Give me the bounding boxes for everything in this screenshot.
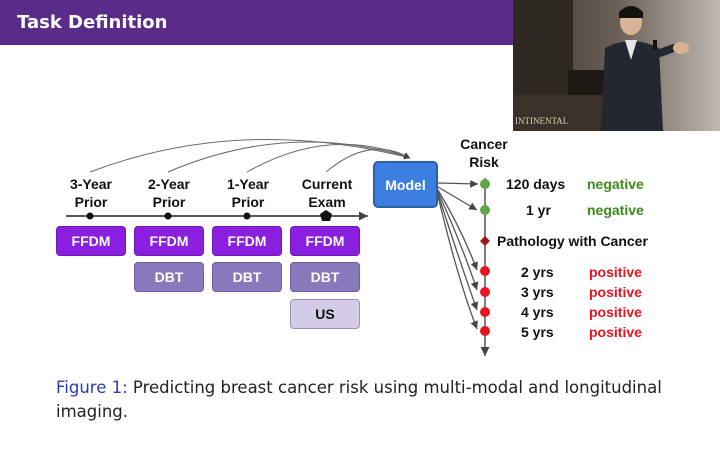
negative-time: 120 days	[506, 176, 566, 192]
presenter-video: INTINENTAL	[513, 0, 720, 131]
pathology-label: Pathology with Cancer	[497, 233, 648, 249]
positive-time: 4 yrs	[521, 304, 554, 320]
slide-title: Task Definition	[17, 12, 168, 33]
negative-outcome: negative	[587, 202, 644, 218]
time-point-marker	[243, 212, 251, 220]
us-box: US	[290, 299, 360, 329]
figure-caption: Figure 1: Predicting breast cancer risk …	[56, 376, 686, 424]
input-arcs	[89, 139, 411, 173]
timepoint-label: 1-Year Prior	[226, 176, 270, 210]
positive-dot	[480, 266, 490, 276]
ffdm-box: FFDM	[134, 226, 204, 256]
positive-outcome: positive	[589, 324, 642, 340]
dbt-box: DBT	[290, 262, 360, 292]
negative-dot	[480, 205, 490, 215]
caption-text: Predicting breast cancer risk using mult…	[56, 378, 662, 421]
positive-outcome: positive	[589, 304, 642, 320]
svg-text:INTINENTAL: INTINENTAL	[515, 116, 568, 126]
cancer-risk-header: Cancer Risk	[460, 136, 508, 170]
model-box: Model	[373, 161, 438, 208]
positive-dot	[480, 307, 490, 317]
positive-outcome: positive	[589, 284, 642, 300]
model-outcome-arrows	[437, 179, 479, 330]
pathology-diamond	[480, 236, 490, 246]
positive-outcome: positive	[589, 264, 642, 280]
ffdm-box: FFDM	[56, 226, 126, 256]
timepoint-label: 3-Year Prior	[69, 176, 113, 210]
caption-prefix: Figure 1:	[56, 378, 128, 397]
positive-time: 3 yrs	[521, 284, 554, 300]
ffdm-box: FFDM	[290, 226, 360, 256]
timepoint-label: 2-Year Prior	[147, 176, 191, 210]
presenter-video-icon: INTINENTAL	[513, 0, 720, 131]
positive-dot	[480, 326, 490, 336]
ffdm-box: FFDM	[212, 226, 282, 256]
dbt-box: DBT	[212, 262, 282, 292]
negative-time: 1 yr	[526, 202, 551, 218]
positive-time: 2 yrs	[521, 264, 554, 280]
dbt-box: DBT	[134, 262, 204, 292]
current-exam-marker	[320, 210, 332, 221]
positive-dot	[480, 287, 490, 297]
time-point-marker	[86, 212, 94, 220]
timepoint-label: Current Exam	[301, 176, 353, 210]
positive-time: 5 yrs	[521, 324, 554, 340]
negative-dot	[480, 179, 490, 189]
time-point-marker	[164, 212, 172, 220]
negative-outcome: negative	[587, 176, 644, 192]
